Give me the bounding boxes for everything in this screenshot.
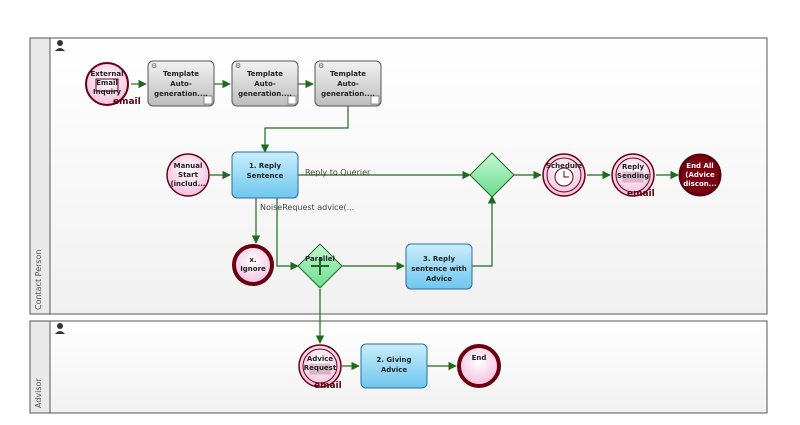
node-label: 3. Reply [423,255,456,263]
plus-icon [311,257,329,275]
node-label: Start [178,171,199,179]
clock-icon [554,167,574,187]
node-label: End All [686,162,713,170]
node-label: Inquiry [93,88,121,96]
start-event-manual[interactable]: Manual Start (includ... [166,153,210,197]
end-event-end-all[interactable]: End All (Advice discon... [678,153,722,197]
gear-icon: ⚙ [151,62,157,70]
task-giving-advice[interactable]: 2. Giving Advice [360,343,428,389]
node-label: sentence with [411,265,467,273]
envelope-icon [309,363,331,375]
task-reply-with-advice[interactable]: 3. Reply sentence with Advice [405,243,473,290]
node-label: Template [330,70,366,78]
node-label: discon... [683,180,717,188]
email-badge: email [113,97,141,107]
node-label: Schedule [546,162,582,170]
node-label: Parallel [305,255,335,263]
task-template-3[interactable]: ⚙ Template Auto- generation.... [314,60,382,107]
node-label: Advice [307,355,334,363]
node-label: External [91,70,124,78]
envelope-icon [95,78,119,92]
node-label: x. [249,256,256,264]
node-label: Advice [426,275,453,283]
node-label: generation.... [238,90,292,98]
node-label: Auto- [254,80,276,88]
node-label: Template [163,70,199,78]
lane-contact-person: Contact Person [29,37,768,315]
node-label: Reply [622,163,645,171]
node-label: 2. Giving [376,356,411,364]
envelope-icon [622,171,644,183]
node-label: Ignore [240,265,266,273]
node-label: generation.... [154,90,208,98]
sequence-flows [131,79,679,371]
email-badge: email [627,189,655,199]
task-reply-sentence[interactable]: 1. Reply Sentence [231,151,299,199]
flow-reply-advice-to-gateway[interactable] [472,195,497,267]
lane-label-contact-person: Contact Person [34,249,43,310]
task-template-1[interactable]: ⚙ Template Auto- generation.... [147,60,215,107]
lane-label-advisor: Advisor [34,378,43,408]
flow-template3-to-reply[interactable] [260,106,349,153]
table-icon [203,95,213,105]
message-event-advice-request[interactable]: Advice Request email [298,344,342,391]
email-badge: email [314,381,342,391]
node-label: (includ... [170,180,205,188]
node-label: End [472,354,487,362]
node-label: (Advice [685,171,715,179]
node-label: generation.... [321,90,375,98]
node-label: Manual [174,162,203,170]
node-label: Email [96,79,118,87]
gateway-parallel[interactable]: Parallel [297,243,343,289]
person-icon [55,323,65,334]
gateway-merge[interactable] [469,152,515,198]
node-label: Sending [617,172,649,180]
gear-icon: ⚙ [235,62,241,70]
lane-advisor: Advisor [29,320,768,414]
person-icon [55,40,65,51]
node-label: Sentence [247,172,284,180]
message-event-reply-sending[interactable]: Reply Sending email [611,153,655,199]
gear-icon: ⚙ [318,62,324,70]
node-label: Advice [381,366,408,374]
task-template-2[interactable]: ⚙ Template Auto- generation.... [231,60,299,107]
start-event-external-email[interactable]: External Email Inquiry email [85,62,141,107]
node-label: Auto- [170,80,192,88]
table-icon [370,95,380,105]
edge-label-reply-to-querier: Reply to Querier [305,168,371,177]
node-label: Request [304,364,337,372]
timer-event-schedule[interactable]: Schedule [542,153,586,197]
table-icon [287,95,297,105]
node-label: Template [247,70,283,78]
node-label: 1. Reply [249,162,282,170]
end-event-end[interactable]: End [457,344,501,388]
flow-noise-request[interactable] [276,198,299,271]
edge-label-noise-request: NoiseRequest advice(... [260,203,354,212]
end-event-ignore[interactable]: x. Ignore [232,244,274,286]
node-label: Auto- [337,80,359,88]
